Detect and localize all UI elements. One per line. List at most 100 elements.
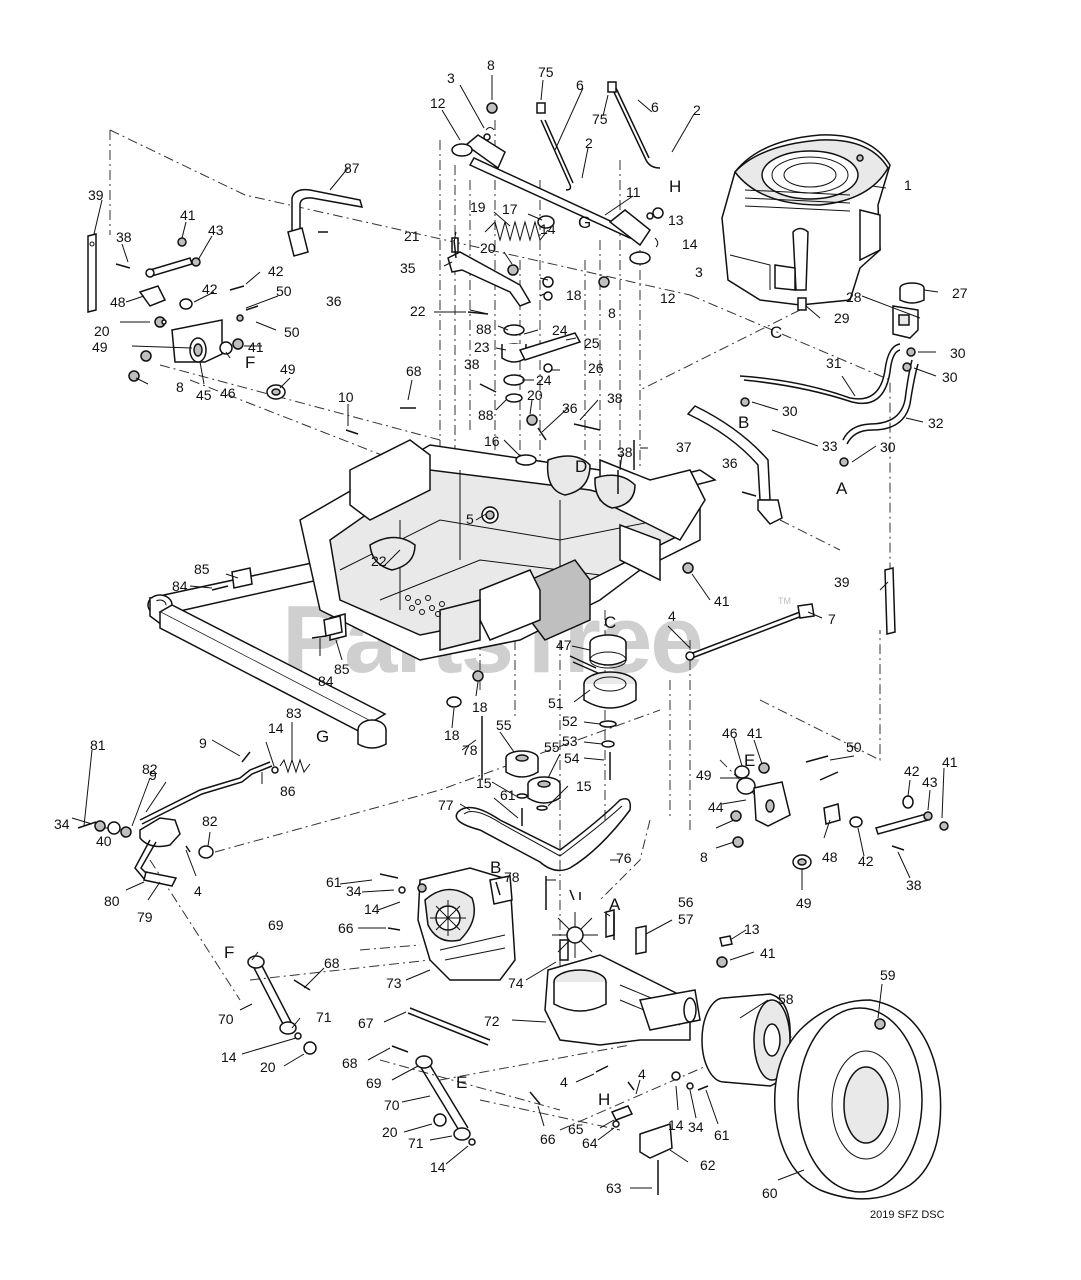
letter-a: A	[609, 895, 621, 914]
callout-14: 14	[668, 1117, 684, 1133]
fuel-filter-assembly	[797, 282, 925, 339]
transaxle-left	[379, 867, 516, 981]
callout-1: 1	[904, 177, 912, 193]
callout-22: 22	[410, 303, 426, 319]
callout-3: 3	[447, 70, 455, 86]
callout-41: 41	[180, 207, 196, 223]
callout-36: 36	[326, 293, 342, 309]
callout-36: 36	[722, 455, 738, 471]
callout-16: 16	[484, 433, 500, 449]
callout-53: 53	[562, 733, 578, 749]
callout-14: 14	[682, 236, 698, 252]
main-frame	[147, 439, 717, 749]
callout-48: 48	[822, 849, 838, 865]
callout-18: 18	[444, 727, 460, 743]
callout-24: 24	[552, 322, 568, 338]
leader-lines	[71, 75, 945, 1189]
callout-72: 72	[484, 1013, 500, 1029]
callout-78: 78	[504, 869, 520, 885]
callout-42: 42	[858, 853, 874, 869]
callout-labels: 1 2 2 3 3 4 4 4 4 5 6 6 7 8 8 8 8 9 9 10…	[54, 57, 968, 1201]
callout-85: 85	[334, 661, 350, 677]
callout-43: 43	[208, 222, 224, 238]
callout-41: 41	[248, 339, 264, 355]
callout-18: 18	[566, 287, 582, 303]
letter-e: E	[744, 751, 755, 770]
callout-42: 42	[904, 763, 920, 779]
letter-h: H	[598, 1090, 610, 1109]
callout-12: 12	[430, 95, 446, 111]
diagram-version-label: 2019 SFZ DSC	[870, 1209, 945, 1221]
callout-84: 84	[318, 673, 334, 689]
callout-15: 15	[576, 778, 592, 794]
callout-66: 66	[540, 1131, 556, 1147]
callout-85: 85	[194, 561, 210, 577]
callout-77: 77	[438, 797, 454, 813]
letter-f: F	[245, 353, 255, 372]
callout-87: 87	[344, 160, 360, 176]
callout-65: 65	[568, 1121, 584, 1137]
spring-bracket-assembly	[447, 215, 555, 315]
callout-55: 55	[496, 717, 512, 733]
callout-82: 82	[202, 813, 218, 829]
callout-60: 60	[762, 1185, 778, 1201]
callout-2: 2	[693, 102, 701, 118]
misc-hardware	[211, 562, 733, 968]
callout-39: 39	[88, 187, 104, 203]
callout-80: 80	[104, 893, 120, 909]
callout-78: 78	[462, 742, 478, 758]
callout-43: 43	[922, 774, 938, 790]
callout-42: 42	[202, 281, 218, 297]
callout-6: 6	[576, 77, 584, 93]
callout-22: 22	[371, 553, 387, 569]
callout-14: 14	[540, 221, 556, 237]
callout-38: 38	[617, 444, 633, 460]
tire	[773, 999, 942, 1200]
letter-g: G	[316, 727, 329, 746]
callout-47: 47	[556, 637, 572, 653]
callout-46: 46	[220, 385, 236, 401]
transaxle-right	[544, 889, 701, 1046]
callout-49: 49	[92, 339, 108, 355]
callout-49: 49	[796, 895, 812, 911]
callout-8: 8	[176, 379, 184, 395]
callout-74: 74	[508, 975, 524, 991]
callout-8: 8	[608, 305, 616, 321]
letter-c: C	[770, 323, 782, 342]
callout-50: 50	[846, 739, 862, 755]
callout-41: 41	[760, 945, 776, 961]
callout-29: 29	[834, 310, 850, 326]
callout-68: 68	[342, 1055, 358, 1071]
callout-49: 49	[280, 361, 296, 377]
callout-46: 46	[722, 725, 738, 741]
callout-66: 66	[338, 920, 354, 936]
callout-68: 68	[324, 955, 340, 971]
callout-63: 63	[606, 1180, 622, 1196]
callout-4: 4	[668, 608, 676, 624]
letter-g: G	[578, 213, 591, 232]
callout-38: 38	[906, 877, 922, 893]
engine	[721, 134, 891, 306]
callout-13: 13	[668, 212, 684, 228]
callout-71: 71	[408, 1135, 424, 1151]
callout-83: 83	[286, 705, 302, 721]
clutch-pulley-assembly	[481, 634, 637, 910]
callout-49: 49	[696, 767, 712, 783]
callout-2: 2	[585, 135, 593, 151]
letter-e: E	[456, 1073, 467, 1092]
callout-31: 31	[826, 355, 842, 371]
right-linkage	[730, 567, 949, 870]
callout-70: 70	[384, 1097, 400, 1113]
letter-b: B	[738, 413, 749, 432]
callout-54: 54	[564, 750, 580, 766]
callout-33: 33	[822, 438, 838, 454]
callout-30: 30	[782, 403, 798, 419]
callout-37: 37	[676, 439, 692, 455]
callout-38: 38	[607, 390, 623, 406]
callout-75: 75	[538, 64, 554, 80]
callout-69: 69	[268, 917, 284, 933]
tie-rod	[685, 603, 815, 661]
letter-c: C	[604, 613, 616, 632]
connection-letters: A A B B C C D E E F F G G H H	[224, 177, 848, 1109]
